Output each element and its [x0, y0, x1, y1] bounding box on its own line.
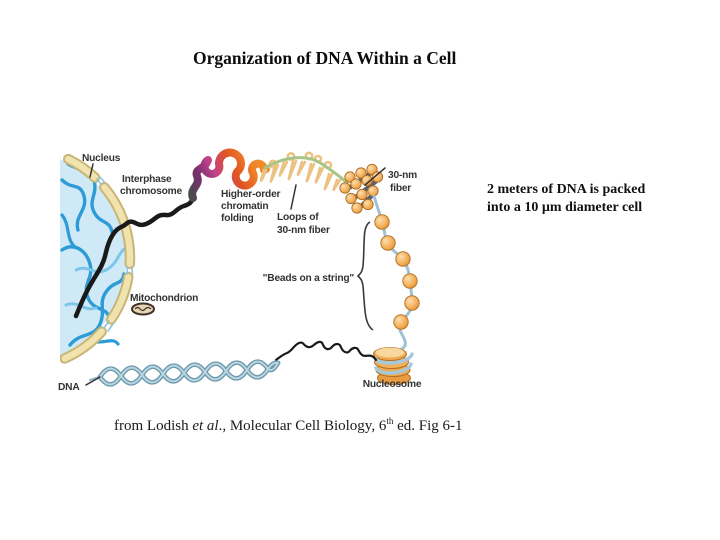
side-note-line1: 2 meters of DNA is packed: [487, 182, 646, 197]
chromatin-threads: [60, 162, 128, 347]
nuclear-pore-icons: [95, 175, 134, 332]
beads-on-string-graphic: [356, 194, 420, 354]
mitochondrion-icon: [131, 302, 155, 316]
fiber-pointer: [364, 167, 386, 186]
higher-order-folding-coil: [188, 148, 270, 202]
caption-superscript: th: [386, 416, 394, 426]
side-note-line2: into a 10 µm diameter cell: [487, 200, 643, 215]
nucleosome-graphic: [373, 347, 414, 385]
nucleus-graphic: [60, 153, 136, 364]
beads-brace: [356, 221, 374, 331]
fiber-label-line1: 30-nm: [388, 170, 417, 181]
caption-part1: from Lodish: [114, 418, 193, 434]
slide-title: Organization of DNA Within a Cell: [193, 48, 457, 68]
loops-label-line2: 30-nm fiber: [277, 225, 330, 236]
interphase-label-line1: Interphase: [122, 174, 172, 185]
dna-helix-graphic: [89, 359, 281, 387]
fiber-cluster-graphic: [339, 163, 384, 214]
dna-label: DNA: [58, 382, 80, 393]
linker-dna-squiggle: [274, 340, 378, 362]
nucleus-pointer: [89, 163, 94, 178]
interphase-chromosome-thread: [73, 194, 196, 319]
dna-pointer: [85, 376, 101, 386]
higher-order-label-line1: Higher-order: [221, 189, 281, 200]
label-pointer-lines: [85, 163, 386, 386]
dna-organization-figure: Nucleus Interphase chromosome Higher-ord…: [58, 148, 422, 393]
source-caption: from Lodish et al., Molecular Cell Biolo…: [114, 416, 463, 435]
loops-pointer: [290, 184, 297, 210]
nucleosome-label: Nucleosome: [363, 379, 422, 390]
caption-part3: ., Molecular Cell Biology, 6: [218, 418, 387, 434]
side-note: 2 meters of DNA is packed into a 10 µm d…: [487, 181, 645, 217]
higher-order-label-line2: chromatin: [221, 201, 268, 212]
caption-part5: ed. Fig 6-1: [393, 418, 463, 434]
higher-order-label-line3: folding: [221, 213, 254, 224]
nucleus-label: Nucleus: [82, 153, 121, 164]
caption-italic: et al: [192, 418, 219, 434]
loops-label-line1: Loops of: [277, 212, 319, 223]
loops-of-30nm-fiber-graphic: [259, 151, 349, 192]
mitochondrion-label: Mitochondrion: [130, 293, 198, 304]
beads-label: "Beads on a string": [263, 273, 355, 284]
nucleus-interior: [60, 159, 127, 357]
fiber-label-line2: fiber: [390, 183, 411, 194]
interphase-label-line2: chromosome: [120, 186, 183, 197]
